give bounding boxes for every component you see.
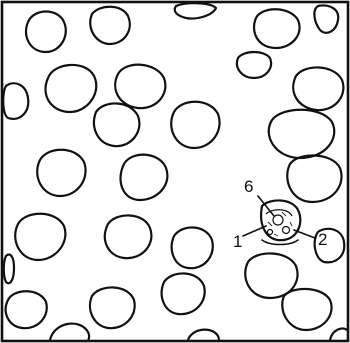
blood-cell (45, 65, 96, 112)
label-2: 2 (318, 230, 327, 249)
blood-cell (282, 289, 331, 330)
parasite-detail (266, 210, 292, 236)
blood-cell (4, 255, 14, 284)
blood-cell (6, 291, 47, 328)
leader-line-2 (294, 230, 315, 238)
blood-cell (171, 102, 219, 148)
blood-cell (26, 12, 66, 53)
blood-cell (287, 155, 341, 202)
hatch-mark (282, 212, 286, 216)
hatch-mark (274, 234, 278, 236)
red-blood-cells (3, 3, 347, 340)
blood-cell (237, 52, 271, 78)
leader-line-1 (243, 226, 266, 236)
blood-cell (37, 150, 85, 196)
blood-cell (175, 3, 216, 18)
leader-lines (243, 196, 315, 238)
blood-cell (3, 83, 28, 119)
hatch-mark (268, 222, 272, 226)
blood-cell (314, 6, 338, 33)
blood-cell (269, 110, 335, 158)
blood-cell (293, 67, 343, 110)
blood-cell (162, 273, 205, 314)
label-6: 6 (244, 177, 253, 196)
parasite-granule (283, 227, 290, 234)
blood-cell (50, 324, 89, 340)
blood-cell (121, 155, 168, 200)
blood-cell (330, 328, 347, 340)
hatch-mark (290, 222, 292, 226)
blood-cell (115, 65, 165, 109)
blood-cell (254, 9, 300, 48)
blood-cell (172, 227, 213, 268)
parasite-granule (268, 230, 273, 235)
blood-cell (105, 215, 152, 258)
blood-cell (94, 103, 139, 146)
blood-cell (188, 330, 219, 340)
blood-cell (15, 214, 65, 260)
label-1: 1 (233, 232, 242, 251)
blood-cell (90, 287, 135, 328)
blood-cell (90, 7, 130, 44)
